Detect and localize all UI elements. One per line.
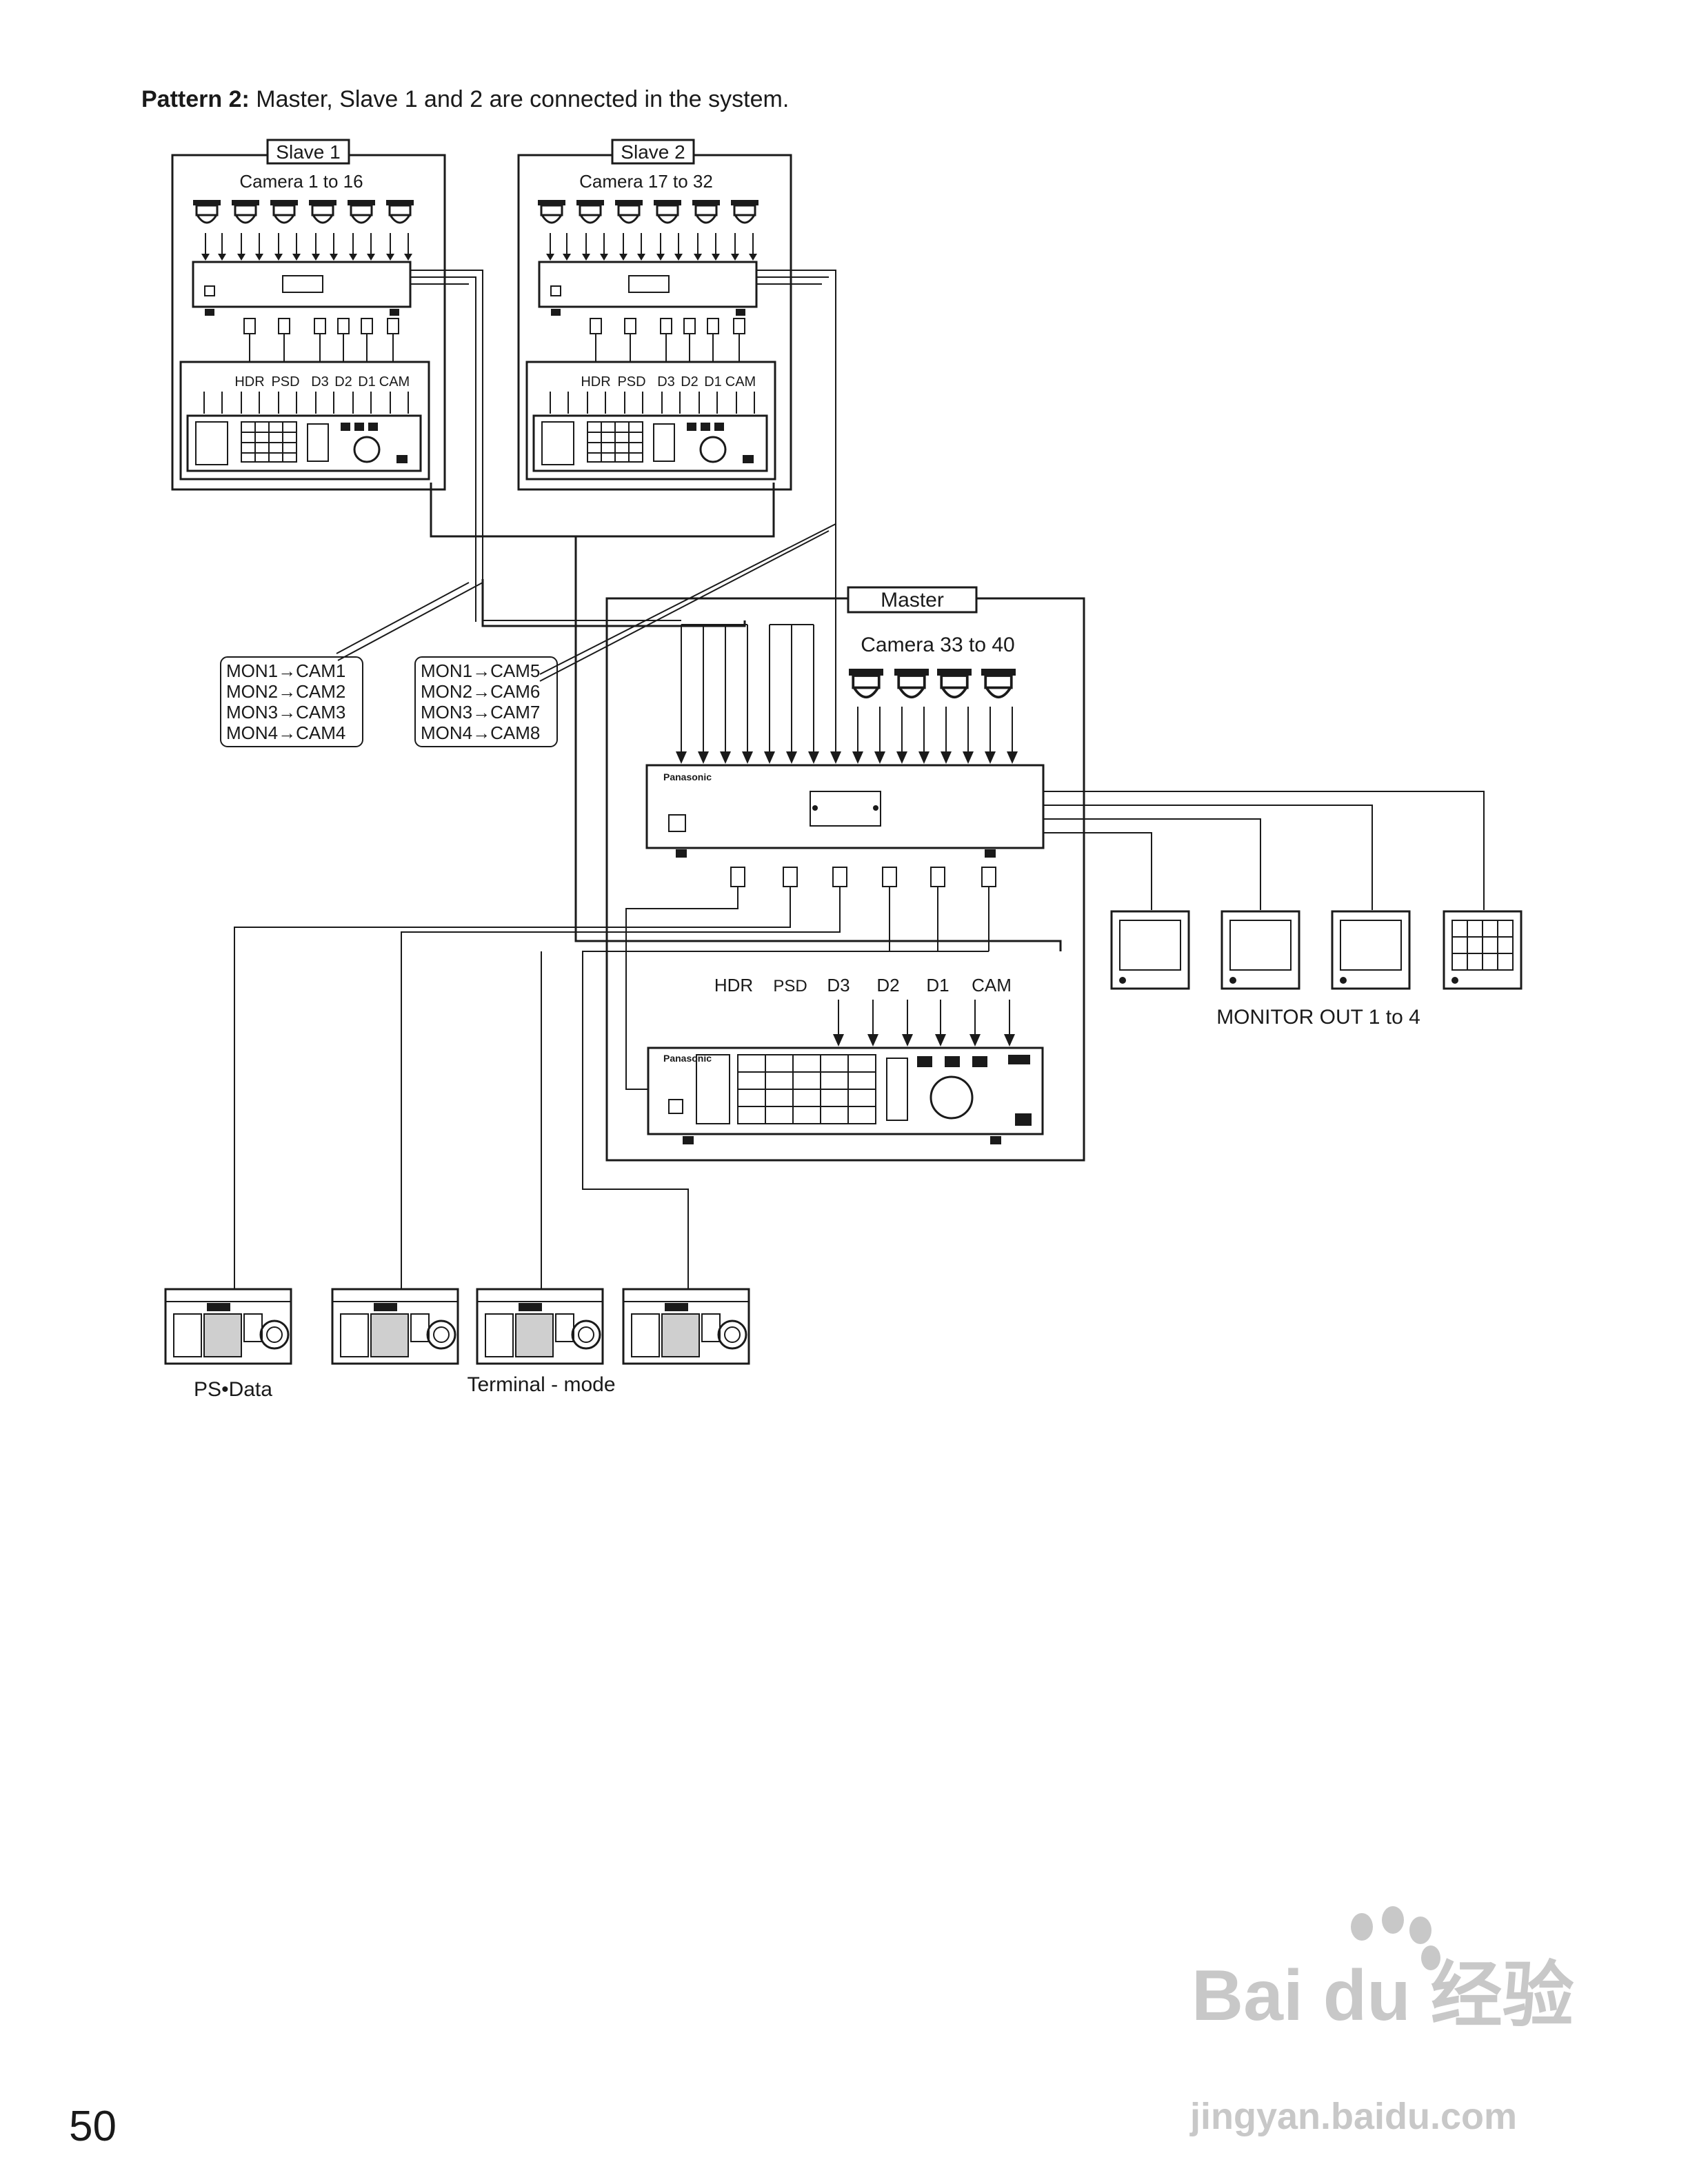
dome-camera-icon — [937, 669, 972, 699]
monitor-icon — [1110, 910, 1190, 990]
svg-text:MON2→CAM6: MON2→CAM6 — [421, 681, 540, 702]
svg-text:D3: D3 — [827, 975, 850, 995]
ps-data-label: PS•Data — [194, 1378, 272, 1401]
monitor-out-label: MONITOR OUT 1 to 4 — [1216, 1006, 1420, 1029]
system-keyboard-icon — [164, 1288, 292, 1365]
dome-camera-icon — [576, 200, 604, 224]
master-camera-range: Camera 33 to 40 — [861, 634, 1014, 656]
monitor-icon — [1220, 910, 1300, 990]
dome-camera-icon — [270, 200, 298, 224]
slave1-camera-range: Camera 1 to 16 — [239, 171, 363, 192]
slave2-camera-range: Camera 17 to 32 — [579, 171, 713, 192]
svg-text:MON1→CAM1: MON1→CAM1 — [226, 660, 345, 681]
dome-camera-icon — [981, 669, 1016, 699]
multiscreen-monitor-icon — [1443, 910, 1523, 990]
svg-text:D2: D2 — [334, 374, 352, 390]
slave1-camera-row — [193, 200, 414, 224]
dome-camera-icon — [193, 200, 221, 224]
svg-text:MON4→CAM4: MON4→CAM4 — [226, 722, 345, 743]
mapping-callout-1: MON1→CAM1 MON2→CAM2 MON3→CAM3 MON4→CAM4 — [220, 656, 363, 747]
system-keyboard-icon — [331, 1288, 459, 1365]
terminal-mode-label: Terminal - mode — [467, 1373, 615, 1396]
slave2-connectors — [590, 318, 745, 334]
master-title: Master — [881, 589, 944, 611]
svg-text:HDR: HDR — [234, 374, 264, 390]
dome-camera-icon — [615, 200, 643, 224]
svg-text:MON3→CAM3: MON3→CAM3 — [226, 702, 345, 722]
svg-text:PSD: PSD — [271, 374, 299, 390]
slave1-connectors — [243, 318, 399, 334]
svg-text:D1: D1 — [926, 975, 949, 995]
interconnect-wiring — [336, 270, 1062, 951]
dome-camera-icon — [386, 200, 414, 224]
mapping-callout-2: MON1→CAM5 MON2→CAM6 MON3→CAM7 MON4→CAM8 — [414, 656, 558, 747]
system-keyboard-icon — [622, 1288, 750, 1365]
monitor-icon — [1331, 910, 1411, 990]
paw-icon — [1351, 1906, 1440, 1970]
dome-camera-icon — [731, 200, 758, 224]
system-keyboard-icon — [476, 1288, 604, 1365]
slave2-title: Slave 2 — [621, 141, 685, 163]
svg-text:D1: D1 — [704, 374, 722, 390]
master-connectors — [730, 867, 996, 887]
slave1-controller — [186, 414, 422, 472]
dome-camera-icon — [348, 200, 375, 224]
svg-text:CAM: CAM — [972, 975, 1012, 995]
master-controller: Panasonic — [647, 1046, 1044, 1144]
svg-text:MON3→CAM7: MON3→CAM7 — [421, 702, 540, 722]
slave2-controller — [532, 414, 768, 472]
dome-camera-icon — [654, 200, 681, 224]
svg-text:MON2→CAM2: MON2→CAM2 — [226, 681, 345, 702]
svg-text:HDR: HDR — [714, 975, 753, 995]
master-port-labels: HDR PSD D3 D2 D1 CAM — [714, 975, 1012, 995]
watermark-url: jingyan.baidu.com — [1189, 2096, 1517, 2137]
monitor-group: MONITOR OUT 1 to 4 — [1110, 910, 1523, 1029]
baidu-watermark: Bai du 经验 jingyan.baidu.com — [1189, 1906, 1574, 2137]
slave1-title: Slave 1 — [276, 141, 340, 163]
master-camera-row — [849, 669, 1016, 699]
svg-text:D1: D1 — [358, 374, 376, 390]
svg-text:CAM: CAM — [725, 374, 756, 390]
master-system: Master Camera 33 to 40 Panasonic — [234, 586, 1485, 1289]
pattern-heading: Pattern 2: Master, Slave 1 and 2 are con… — [141, 86, 789, 112]
svg-text:D3: D3 — [657, 374, 675, 390]
svg-text:PSD: PSD — [617, 374, 645, 390]
dome-camera-icon — [309, 200, 336, 224]
slave1-system: Slave 1 Camera 1 to 16 — [171, 139, 446, 491]
dome-camera-icon — [894, 669, 929, 699]
dome-camera-icon — [232, 200, 259, 224]
svg-text:D3: D3 — [311, 374, 329, 390]
svg-text:PSD: PSD — [773, 977, 807, 995]
master-matrix-switcher: Panasonic — [645, 764, 1045, 858]
dome-camera-icon — [692, 200, 720, 224]
slave2-system: Slave 2 Camera 17 to 32 — [517, 139, 792, 491]
svg-text:HDR: HDR — [581, 374, 610, 390]
svg-text:MON1→CAM5: MON1→CAM5 — [421, 660, 540, 681]
slave1-matrix-switcher — [192, 261, 412, 316]
dome-camera-icon — [538, 200, 565, 224]
page-number: 50 — [69, 2103, 117, 2150]
svg-text:MON4→CAM8: MON4→CAM8 — [421, 722, 540, 743]
brand-logo: Panasonic — [663, 771, 712, 782]
slave1-port-labels: HDR PSD D3 D2 D1 CAM — [234, 374, 410, 390]
slave2-camera-row — [538, 200, 758, 224]
dome-camera-icon — [849, 669, 883, 699]
keyboard-group: PS•Data Terminal - mode — [164, 1288, 750, 1401]
watermark-logo-text: Bai du 经验 — [1192, 1956, 1574, 2036]
svg-text:D2: D2 — [876, 975, 899, 995]
svg-text:D2: D2 — [681, 374, 699, 390]
slave2-port-labels: HDR PSD D3 D2 D1 CAM — [581, 374, 756, 390]
slave2-matrix-switcher — [538, 261, 758, 316]
svg-text:CAM: CAM — [379, 374, 410, 390]
